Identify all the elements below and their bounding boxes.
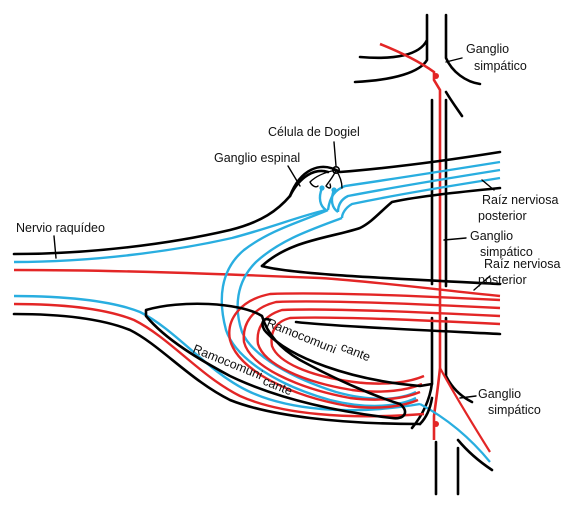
sensory-fiber-descending-1 [220, 208, 417, 408]
label-raiz-posterior-2: posterior [478, 209, 527, 223]
ganglion-blue-loop-1 [318, 187, 327, 211]
leader-raiz-anterior [473, 275, 491, 291]
chain-red-fiber [379, 42, 442, 440]
leader-ganglio-espinal [287, 165, 301, 187]
nerve-red-fiber-top [13, 268, 501, 298]
label-raiz-posterior-1: Raíz nerviosa [482, 193, 558, 207]
label-ganglio-top-1: Ganglio [466, 42, 509, 56]
spinal-ganglion [288, 166, 343, 213]
label-celula-dogiel: Célula de Dogiel [268, 125, 360, 139]
dorsal-blue-fiber-2 [336, 168, 501, 213]
label-raiz-anterior-2: posterior [478, 273, 527, 287]
label-nervio-raquideo: Nervio raquídeo [16, 221, 105, 235]
chain-outline-right-bottom [444, 316, 494, 496]
labels: Ganglio simpático Célula de Dogiel Gangl… [16, 42, 560, 417]
sensory-fiber-descending-2 [236, 216, 417, 400]
leader-ganglio-mid [443, 237, 467, 241]
anterior-red-4 [270, 316, 501, 385]
anterior-root-outline-top [260, 264, 502, 286]
ganglion-outline [288, 169, 330, 198]
ganglion-cell-1 [319, 185, 325, 191]
chain-red-fiber-bottom [439, 367, 491, 453]
dogiel-cell-dendrites [309, 169, 343, 189]
label-raiz-anterior-1: Raíz nerviosa [484, 257, 560, 271]
leader-ganglio-top [445, 57, 463, 63]
anterior-red-2 [242, 300, 501, 401]
nerve-outline-top [12, 194, 292, 256]
dorsal-root-outline-top [288, 150, 502, 198]
label-ganglio-mid-1: Ganglio [470, 229, 513, 243]
dorsal-blue-fiber-3 [340, 176, 501, 219]
synapse-dot-top [433, 73, 439, 79]
ramus-loop-lower [144, 302, 407, 420]
dorsal-root-outline-bottom [260, 186, 502, 268]
nerve-outline-bottom [12, 312, 422, 426]
dogiel-cell-body [331, 166, 340, 175]
anterior-red-1 [228, 292, 501, 409]
label-ramo-1b: cante [339, 340, 373, 364]
anterior-root-outline-bottom [294, 320, 502, 336]
label-ganglio-top-2: simpático [474, 59, 527, 73]
leader-dogiel [333, 141, 337, 167]
dorsal-root [260, 150, 502, 268]
label-ganglio-bottom-2: simpático [488, 403, 541, 417]
synapse-dot-bottom [433, 421, 439, 427]
ganglion-cell-2 [331, 187, 337, 193]
label-ganglio-bottom-1: Ganglio [478, 387, 521, 401]
leader-raiz-posterior [481, 179, 495, 191]
leader-ganglio-bottom [459, 395, 477, 399]
ramus-outer-curve [418, 396, 434, 426]
label-ganglio-mid-2: simpático [480, 245, 533, 259]
rami-communicantes [144, 302, 434, 426]
label-ganglio-espinal: Ganglio espinal [214, 151, 300, 165]
leader-lines [53, 57, 495, 399]
nerve-red-fiber-bottom [13, 302, 425, 418]
leader-nervio [53, 235, 57, 259]
nerve-blue-fiber-top [13, 208, 327, 264]
chain-outline-right [444, 13, 482, 288]
